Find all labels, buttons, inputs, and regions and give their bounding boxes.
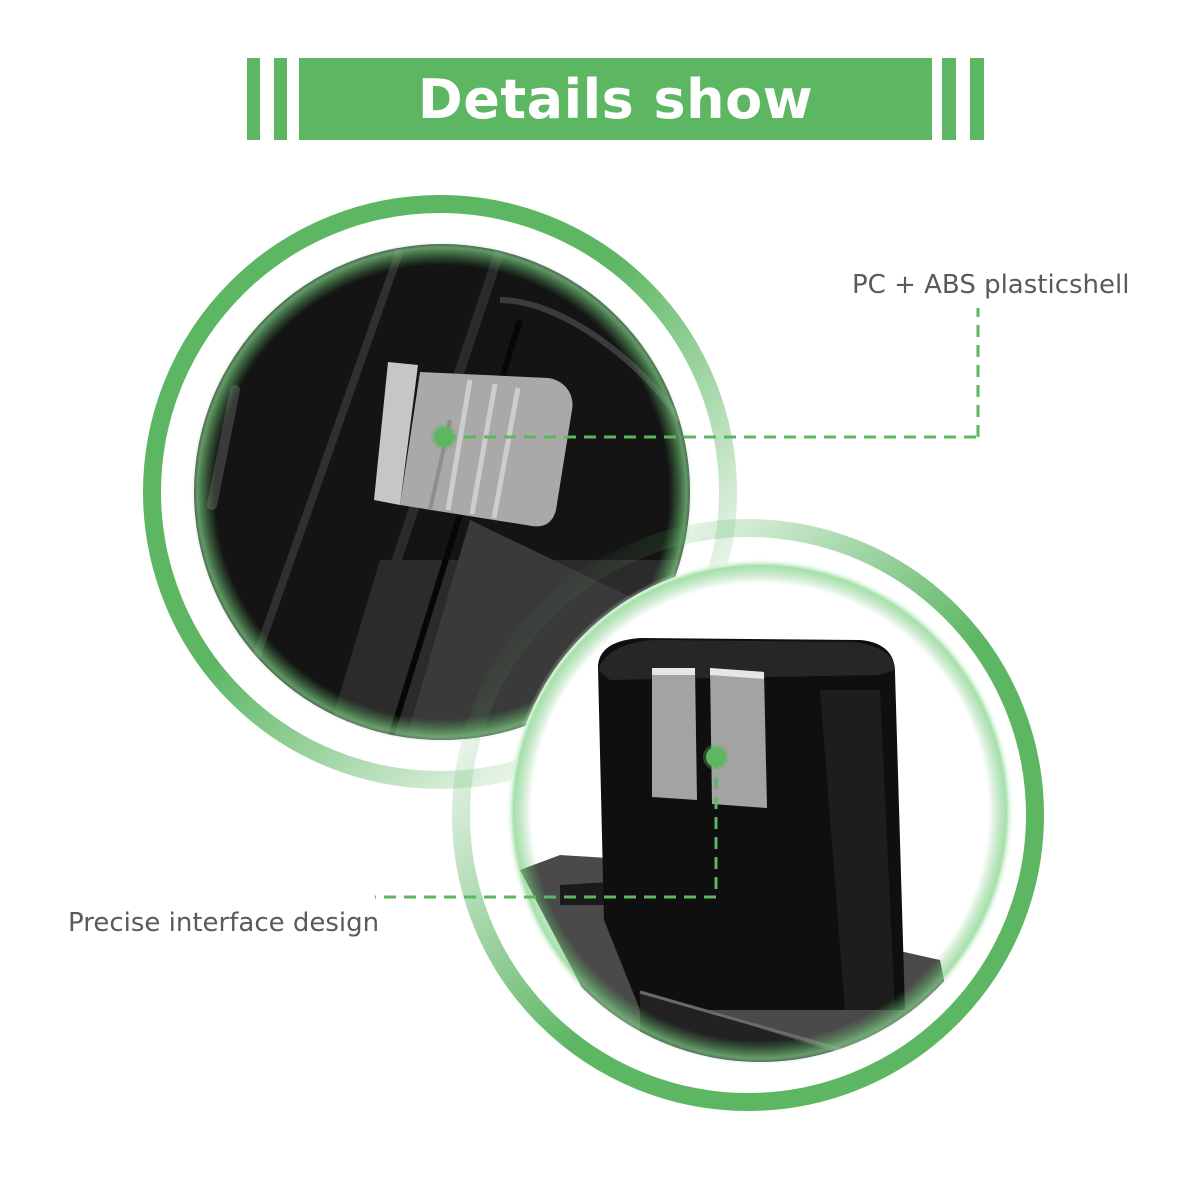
- callout-label-interface: Precise interface design: [68, 908, 380, 938]
- header-right-bar-inner: [942, 58, 956, 140]
- page-title: Details show: [417, 67, 814, 131]
- header-title-box: Details show: [299, 58, 932, 140]
- callout-line-pc-abs: [431, 308, 980, 450]
- callout-line-interface: [375, 744, 729, 899]
- callout-label-pc-abs: PC + ABS plasticshell: [852, 270, 1130, 300]
- header-right-bar-outer: [970, 58, 984, 140]
- header-left-bar-outer: [247, 58, 260, 140]
- header-left-bar-inner: [274, 58, 287, 140]
